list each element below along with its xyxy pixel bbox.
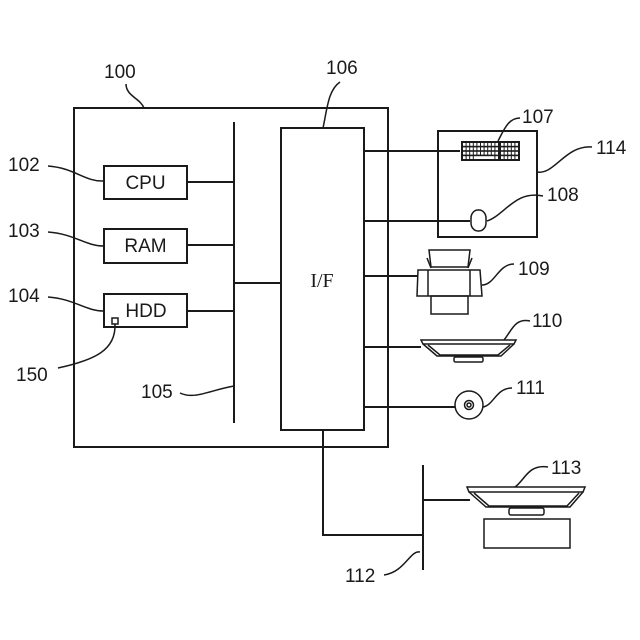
keyboard-key [488,152,491,155]
display-icon [421,340,516,362]
keyboard-key [477,143,480,146]
keyboard-key [481,152,484,155]
keyboard-key [481,147,484,150]
bus-leader-line [180,386,234,395]
keyboard-key [512,143,515,146]
keyboard-key [512,156,515,159]
mouse-icon [471,210,486,231]
keyboard-key [470,156,473,159]
hdd-program-marker [112,318,118,324]
disc-drive-ref-label: 111 [516,378,545,399]
remote-computer-ref-label: 113 [551,458,581,479]
mouse-leader-line [487,195,543,221]
keyboard-key [515,152,518,155]
keyboard-key [495,147,498,150]
ram-ref-label: 103 [8,221,40,242]
keyboard-key [508,152,511,155]
keyboard-key [492,147,495,150]
cpu-ref-label: 102 [8,155,40,176]
keyboard-key [508,156,511,159]
keyboard-key [470,152,473,155]
computer-leader-line [126,84,144,108]
keyboard-key [485,143,488,146]
keyboard-key [470,143,473,146]
display-ref-label: 110 [532,311,562,332]
keyboard-key [470,147,473,150]
keyboard-key [508,147,511,150]
keyboard-key [463,143,466,146]
hdd-leader-line [48,297,104,311]
keyboard-key [495,143,498,146]
keyboard-key [492,143,495,146]
ram-label: RAM [124,236,166,257]
hdd-program-ref-label: 150 [16,365,48,386]
network-ref-label: 112 [345,566,375,587]
cpu-leader-line [48,166,104,181]
hdd-ref-label: 104 [8,286,40,307]
keyboard-key [501,156,504,159]
keyboard-key [515,143,518,146]
keyboard-key [467,147,470,150]
keyboard-ref-label: 107 [522,107,554,128]
remote-computer-icon [467,487,585,548]
computer-ref-label: 100 [104,62,136,83]
disc-drive-icon [455,391,483,419]
printer-ref-label: 109 [518,259,550,280]
keyboard-icon [461,141,520,161]
keyboard-key [495,156,498,159]
keyboard-key [515,147,518,150]
keyboard-key [488,147,491,150]
keyboard-key [474,152,477,155]
keyboard-key [492,152,495,155]
keyboard-key [463,147,466,150]
keyboard-key [508,143,511,146]
printer-leader-line [482,264,514,285]
input-unit-leader-line [537,147,592,172]
keyboard-key [477,152,480,155]
keyboard-key [515,156,518,159]
keyboard-key [495,152,498,155]
keyboard-spacebar [474,156,495,159]
interface-network-connection [323,430,423,535]
keyboard-key [463,156,466,159]
input-unit-ref-label: 114 [596,138,627,159]
computer-box [74,108,388,447]
ram-leader-line [48,232,104,246]
keyboard-key [512,152,515,155]
hdd-label: HDD [125,301,166,322]
hdd-program-leader-line [58,324,115,368]
keyboard-key [488,143,491,146]
bus-ref-label: 105 [141,382,173,403]
interface-leader-line [323,82,340,128]
keyboard-key [467,152,470,155]
keyboard-key [477,147,480,150]
keyboard-key [485,147,488,150]
keyboard-key [505,143,508,146]
keyboard-key [501,143,504,146]
interface-ref-label: 106 [326,58,358,79]
keyboard-key [474,143,477,146]
keyboard-key [467,156,470,159]
mouse-ref-label: 108 [547,185,579,206]
interface-label: I/F [310,270,333,292]
keyboard-key [505,156,508,159]
keyboard-key [485,152,488,155]
keyboard-leader-line [498,118,520,141]
keyboard-key [474,147,477,150]
keyboard-key [463,152,466,155]
keyboard-key [467,143,470,146]
keyboard-key [481,143,484,146]
network-leader-line [384,552,420,575]
printer-icon [417,250,482,314]
disc-drive-leader-line [483,388,512,407]
keyboard-key [505,152,508,155]
keyboard-key [505,147,508,150]
cpu-label: CPU [125,173,165,194]
keyboard-key [501,147,504,150]
display-leader-line [504,321,530,340]
keyboard-key [501,152,504,155]
remote-computer-leader-line [515,467,548,487]
keyboard-key [512,147,515,150]
